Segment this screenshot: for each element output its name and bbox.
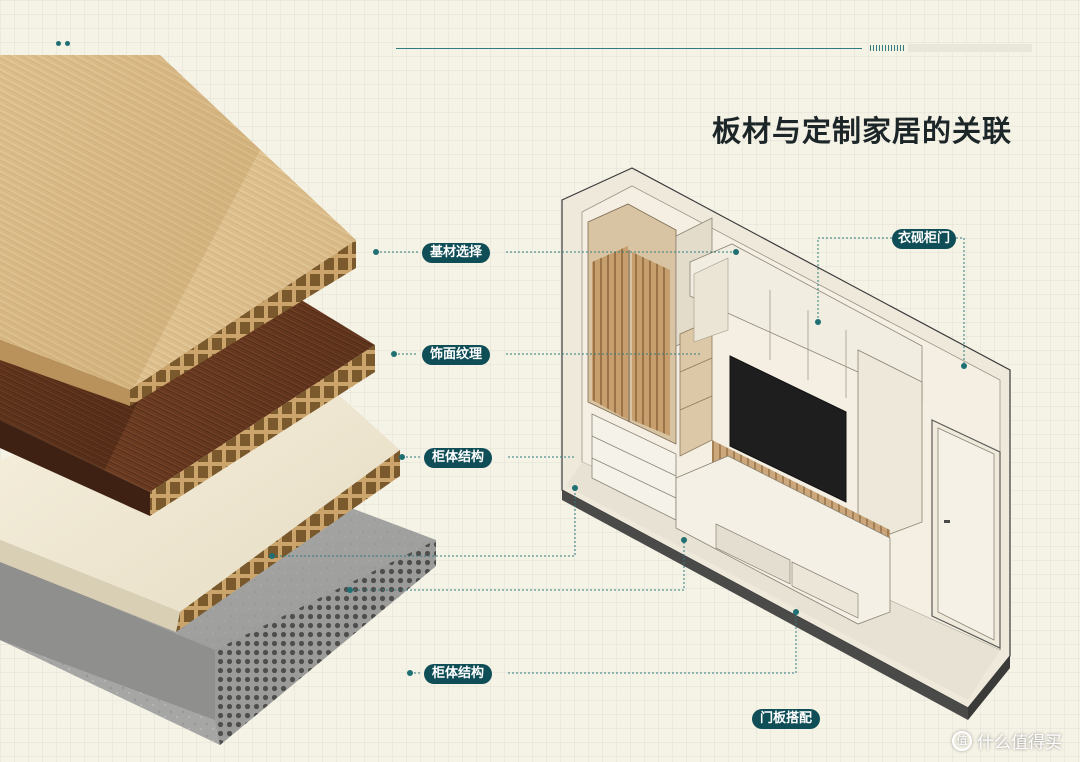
watermark: 值 什么值得买 <box>952 728 1062 753</box>
label-cabinet-structure-2: 柜体结构 <box>424 664 493 684</box>
label-substrate: 基材选择 <box>422 243 491 263</box>
header-dots <box>56 41 70 46</box>
watermark-icon: 值 <box>952 730 972 751</box>
label-cabinet-structure-1: 柜体结构 <box>424 448 493 468</box>
cream-panel <box>0 360 400 632</box>
cabinet-illustration <box>561 167 1011 720</box>
header-bar <box>908 44 1032 52</box>
header-rule <box>396 48 862 49</box>
connector-dots <box>269 249 967 676</box>
label-finish: 饰面纹理 <box>422 345 491 365</box>
label-cabinet-door: 衣砚柜门 <box>892 229 957 249</box>
page-title: 板材与定制家居的关联 <box>712 114 1013 148</box>
header-ticks <box>870 45 906 51</box>
oak-panel <box>0 55 356 406</box>
watermark-text: 什么值得买 <box>977 733 1062 753</box>
label-door-panel: 门板搭配 <box>752 709 821 729</box>
connector-lines <box>272 237 965 674</box>
